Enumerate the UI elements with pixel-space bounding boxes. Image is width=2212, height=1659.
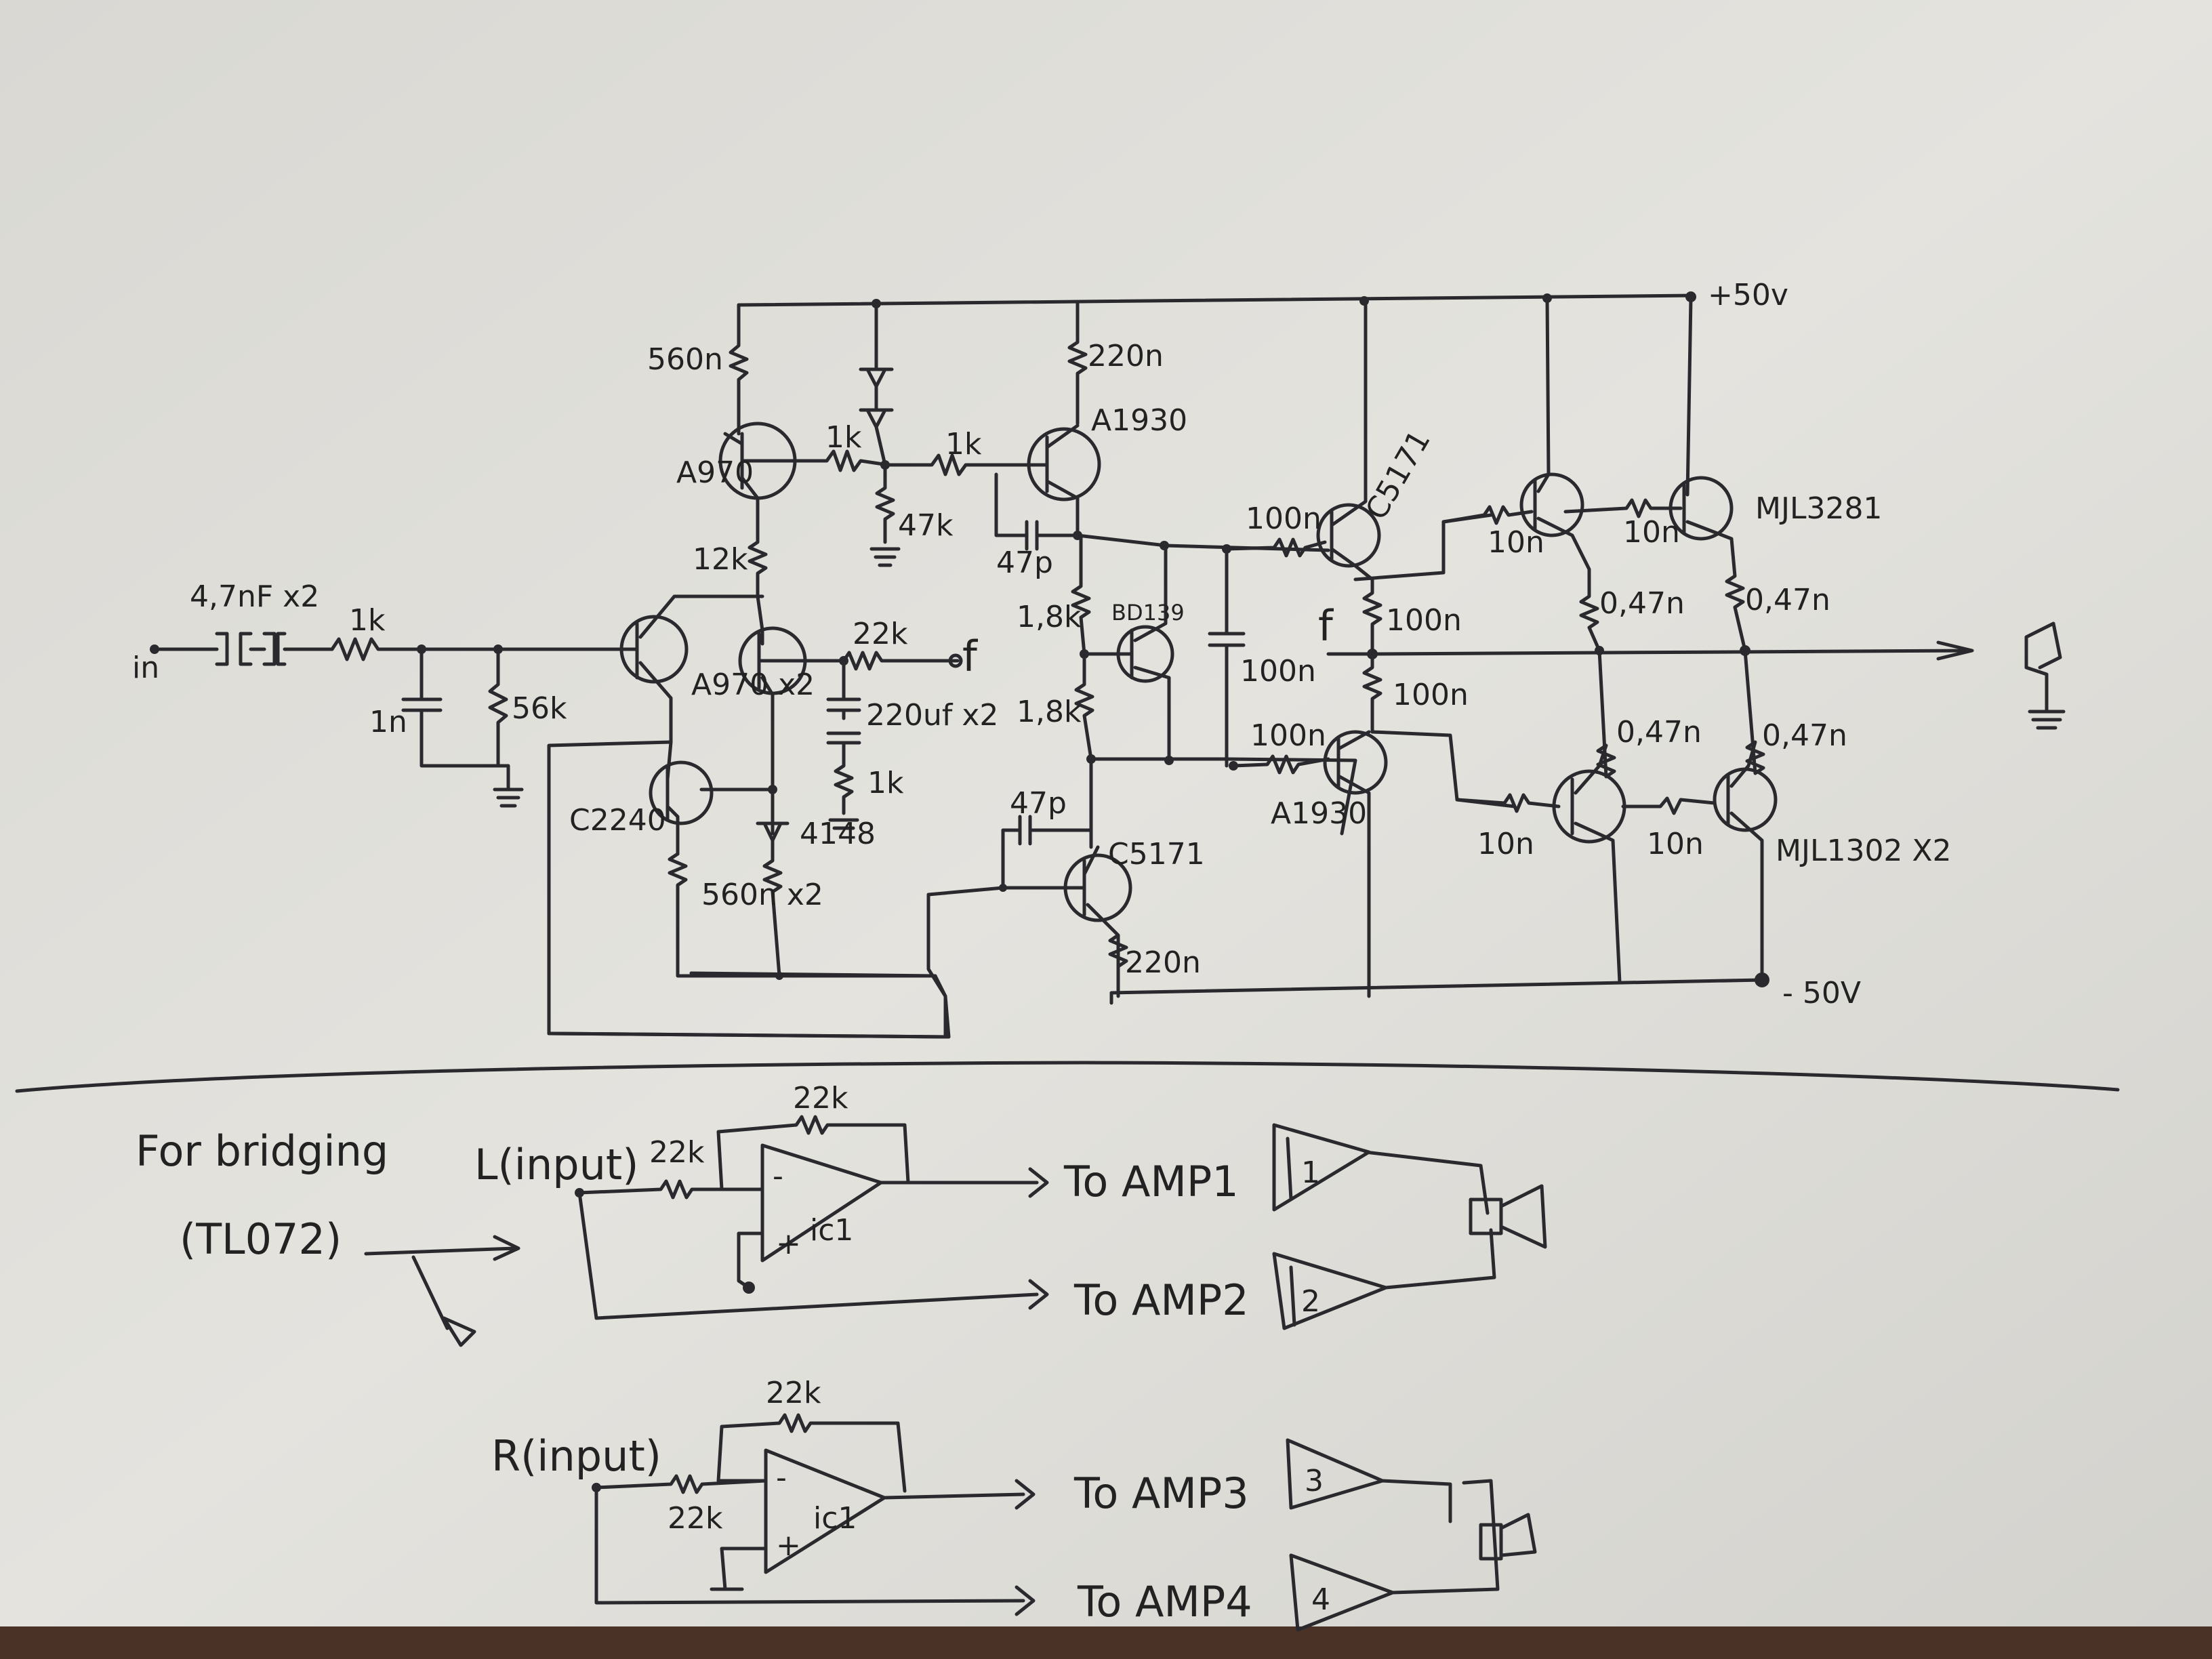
r-in-r-label: 22k [668,1501,723,1536]
r-1k-c-label: 1k [867,766,904,800]
opamp-l-minus: - [773,1159,783,1193]
r-56k-label: 56k [512,691,567,726]
bridging-chip: (TL072) [180,1214,342,1264]
r-18k-label: 1,8k [1017,600,1082,634]
amp4-label: 4 [1311,1582,1330,1617]
to-amp1-label: To AMP1 [1063,1157,1239,1206]
r-220-bot-label: 220n [1125,945,1201,980]
amp2-label: 2 [1301,1284,1320,1319]
r-047-d-label: 0,47n [1762,718,1847,753]
right-input-label: R(input) [491,1431,661,1481]
q-c5171-bot-label: C5171 [1108,837,1205,872]
r-10-d-label: 10n [1647,827,1704,861]
r-220-top-label: 220n [1088,339,1164,373]
r-fb-l-label: 22k [793,1081,848,1115]
c-220uf-label: 220uf x2 [866,698,998,733]
r-047-c-label: 0,47n [1616,715,1702,750]
r-560x2-label: 560n x2 [701,878,823,912]
c-47p-bot-label: 47p [1010,786,1067,821]
r-047-a-label: 0,47n [1599,586,1685,621]
r-22k-label: 22k [853,617,908,651]
input-cap-label: 4,7nF x2 [190,579,319,614]
q-a970-label: A970 [676,455,754,490]
r-12k-label: 12k [693,542,748,577]
r-047-b-label: 0,47n [1745,583,1830,617]
r-100-b-label: 100n [1386,603,1462,638]
r-10-a-label: 10n [1488,525,1544,560]
c-47p-top-label: 47p [996,546,1053,580]
bridging-title: For bridging [136,1126,388,1176]
r-fb-r-label: 22k [766,1376,821,1410]
d-4148-label: 4148 [800,817,876,851]
c-input-label: 1n [369,705,407,739]
q-out-top-label: MJL3281 [1755,491,1882,526]
q-out-bot-label: MJL1302 X2 [1776,834,1952,868]
to-amp3-label: To AMP3 [1073,1469,1249,1518]
q-c2240-label: C2240 [569,803,666,838]
amplifier-schematic: +50v - 50V in 4,7nF x2 1k 1n 56k 560n A9… [132,278,2066,1039]
r-input-label: 1k [349,603,386,638]
r-in-l-label: 22k [649,1135,705,1170]
r-10-b-label: 10n [1623,515,1680,550]
input-label: in [132,651,159,685]
opamp-r-minus: - [776,1460,787,1495]
opamp-r-label: ic1 [813,1501,857,1536]
r-560-top-label: 560n [647,342,723,377]
r-47k-label: 47k [898,508,954,543]
supply-neg-label: - 50V [1782,976,1861,1010]
r-1k-a-label: 1k [825,420,862,455]
r-100-c-label: 100n [1393,678,1469,712]
q-a1930-bot-label: A1930 [1271,796,1367,831]
feedback-label: f [962,632,979,681]
opamp-r-plus: + [776,1528,801,1563]
r-10-c-label: 10n [1477,827,1534,861]
q-a1930-top-label: A1930 [1091,403,1187,438]
to-amp2-label: To AMP2 [1073,1275,1249,1325]
r-100-a-label: 100n [1246,501,1322,536]
r-1k-b-label: 1k [945,427,982,462]
to-amp4-label: To AMP4 [1077,1577,1252,1626]
q-pair-label: A970 x2 [691,668,815,702]
r-18k-b-label: 1,8k [1017,695,1082,729]
feedback-node-label: f [1318,601,1334,651]
amp3-label: 3 [1305,1464,1324,1498]
q-bd139-label: BD139 [1111,600,1185,626]
left-input-label: L(input) [474,1140,638,1189]
opamp-l-plus: + [776,1227,801,1261]
supply-pos-label: +50v [1708,278,1788,312]
c-100n-label: 100n [1240,654,1316,689]
r-100-d-label: 100n [1250,718,1326,753]
opamp-l-label: ic1 [810,1213,853,1248]
bridging-schematic: For bridging (TL072) L(input) 22k 22k - … [136,1081,1547,1632]
amp1-label: 1 [1301,1155,1320,1190]
section-divider [15,1061,2120,1093]
